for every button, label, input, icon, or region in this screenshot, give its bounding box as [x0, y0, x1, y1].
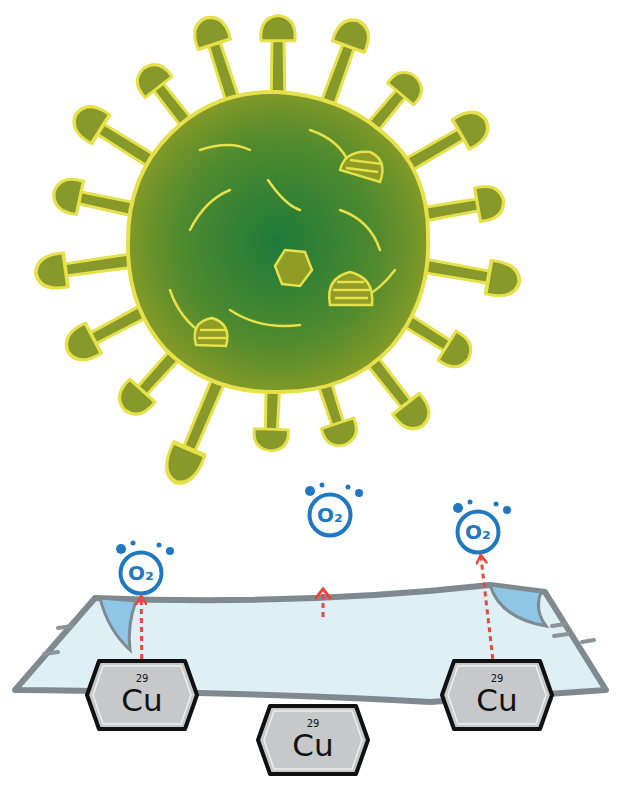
bubble-dot	[453, 503, 463, 513]
sheet-curl	[490, 585, 546, 626]
copper-element: 29Cu	[440, 659, 554, 731]
atomic-number: 29	[136, 674, 149, 684]
copper-element: 29Cu	[85, 659, 199, 731]
oxygen-bubble: O₂	[118, 550, 164, 596]
element-symbol: Cu	[476, 685, 517, 716]
element-symbol: Cu	[121, 685, 162, 716]
bubble-dot	[468, 500, 473, 505]
bubble-dot	[131, 541, 136, 546]
bubble-dot	[166, 547, 174, 555]
release-arrow	[481, 555, 493, 659]
release-arrow-head	[316, 589, 330, 598]
hexagon-inner-line	[264, 711, 362, 769]
bubble-dot	[320, 483, 325, 488]
molecule-label: O₂	[317, 505, 343, 525]
hexagon-inner-line	[448, 666, 546, 724]
oxygen-bubble: O₂	[307, 492, 353, 538]
bubble-dot	[503, 506, 511, 514]
surface-line	[190, 190, 230, 230]
rib-knob	[340, 152, 382, 182]
bubble-ring	[121, 553, 162, 594]
bubble-dot	[157, 543, 162, 548]
hexagon-shape	[442, 661, 552, 729]
element-symbol: Cu	[292, 730, 333, 761]
virus-ribs	[195, 152, 383, 346]
atomic-number: 29	[491, 674, 504, 684]
virus-body	[128, 92, 428, 392]
surface-line	[230, 310, 300, 326]
hexagon-shape	[258, 706, 368, 774]
rib-lines	[333, 282, 370, 298]
bubble-dot	[305, 486, 315, 496]
release-arrow	[140, 596, 144, 659]
atomic-number: 29	[307, 719, 320, 729]
surface-line	[200, 145, 250, 150]
bubble-dot	[346, 485, 351, 490]
rib-knob	[195, 318, 228, 346]
sheet-curl	[100, 598, 136, 650]
bubble-dot	[494, 502, 499, 507]
surface-line	[268, 180, 300, 210]
bubble-ring	[310, 495, 351, 536]
surface-line	[340, 210, 380, 250]
virus-particle	[33, 13, 522, 489]
bubble-ring	[458, 512, 499, 553]
oxygen-bubbles	[116, 483, 511, 556]
virus-core	[275, 250, 312, 286]
rib-knob	[329, 272, 372, 305]
molecule-label: O₂	[128, 563, 154, 583]
virus-spikes	[33, 13, 522, 489]
molecule-label: O₂	[465, 522, 491, 542]
rib-lines	[346, 160, 382, 172]
bubble-dot	[116, 544, 126, 554]
rib-lines	[198, 330, 226, 338]
oxygen-bubble: O₂	[455, 509, 501, 555]
hexagon-shape	[87, 661, 197, 729]
bubble-dot	[355, 489, 363, 497]
virus-surface-lines	[170, 130, 395, 335]
copper-element: 29Cu	[256, 704, 370, 776]
release-arrow	[322, 592, 325, 617]
hexagon-inner-line	[93, 666, 191, 724]
